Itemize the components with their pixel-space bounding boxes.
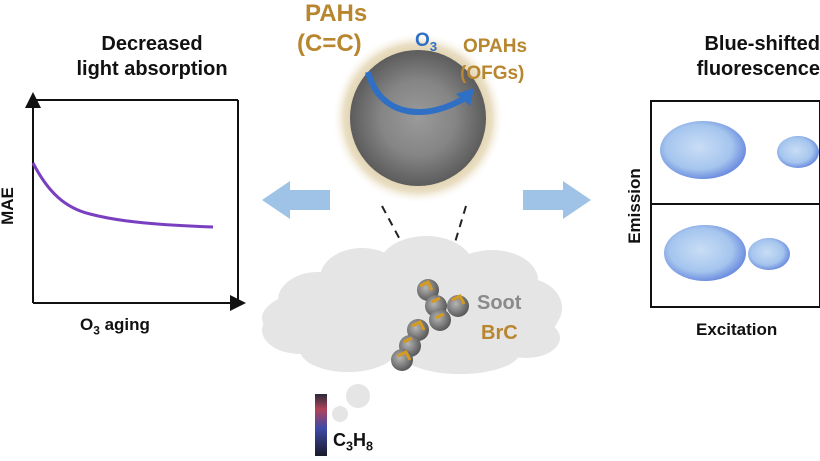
left-title-line1: Decreased [101,33,203,55]
soot-core-particle [350,50,486,186]
pahs-bond-label: (C=C) [297,30,362,57]
left-y-axis-label: MAE [0,187,17,225]
left-title-line2: light absorption [76,58,228,80]
soot-label: Soot [477,292,522,314]
smoke-cloud [262,236,562,374]
propane-flame [315,394,327,456]
soot-aggregate [391,279,469,371]
right-title-line1: Blue-shifted [704,33,820,55]
cloud-bubble-large [346,384,370,408]
fluorescence-peak-top-small [777,136,819,168]
left-x-axis-label: O3 aging [80,315,150,338]
brc-coating-marks [397,279,466,361]
left-chart-axes [25,92,246,311]
mae-decay-curve [31,162,214,229]
fluorescence-peak-bottom-large [664,225,746,281]
propane-label: C3H8 [333,430,374,454]
ofgs-label: (OFGs) [460,63,525,84]
pahs-label: PAHs [305,0,368,27]
opahs-label: OPAHs [463,36,528,57]
brc-label: BrC [481,322,518,344]
right-y-axis-label: Emission [625,168,644,244]
right-title-line2: fluorescence [696,58,820,80]
right-pointing-arrow [523,181,591,219]
right-chart-axes [650,100,820,308]
left-pointing-arrow [262,181,330,219]
ozone-label: O3 [415,30,438,54]
cloud-bubble-small [332,406,348,422]
fluorescence-peak-top-large [660,121,746,179]
ozone-arrow-head [456,88,474,106]
right-x-axis-label: Excitation [696,320,778,339]
ozone-reaction-arrow [365,71,470,116]
fluorescence-peak-bottom-small [748,238,790,270]
